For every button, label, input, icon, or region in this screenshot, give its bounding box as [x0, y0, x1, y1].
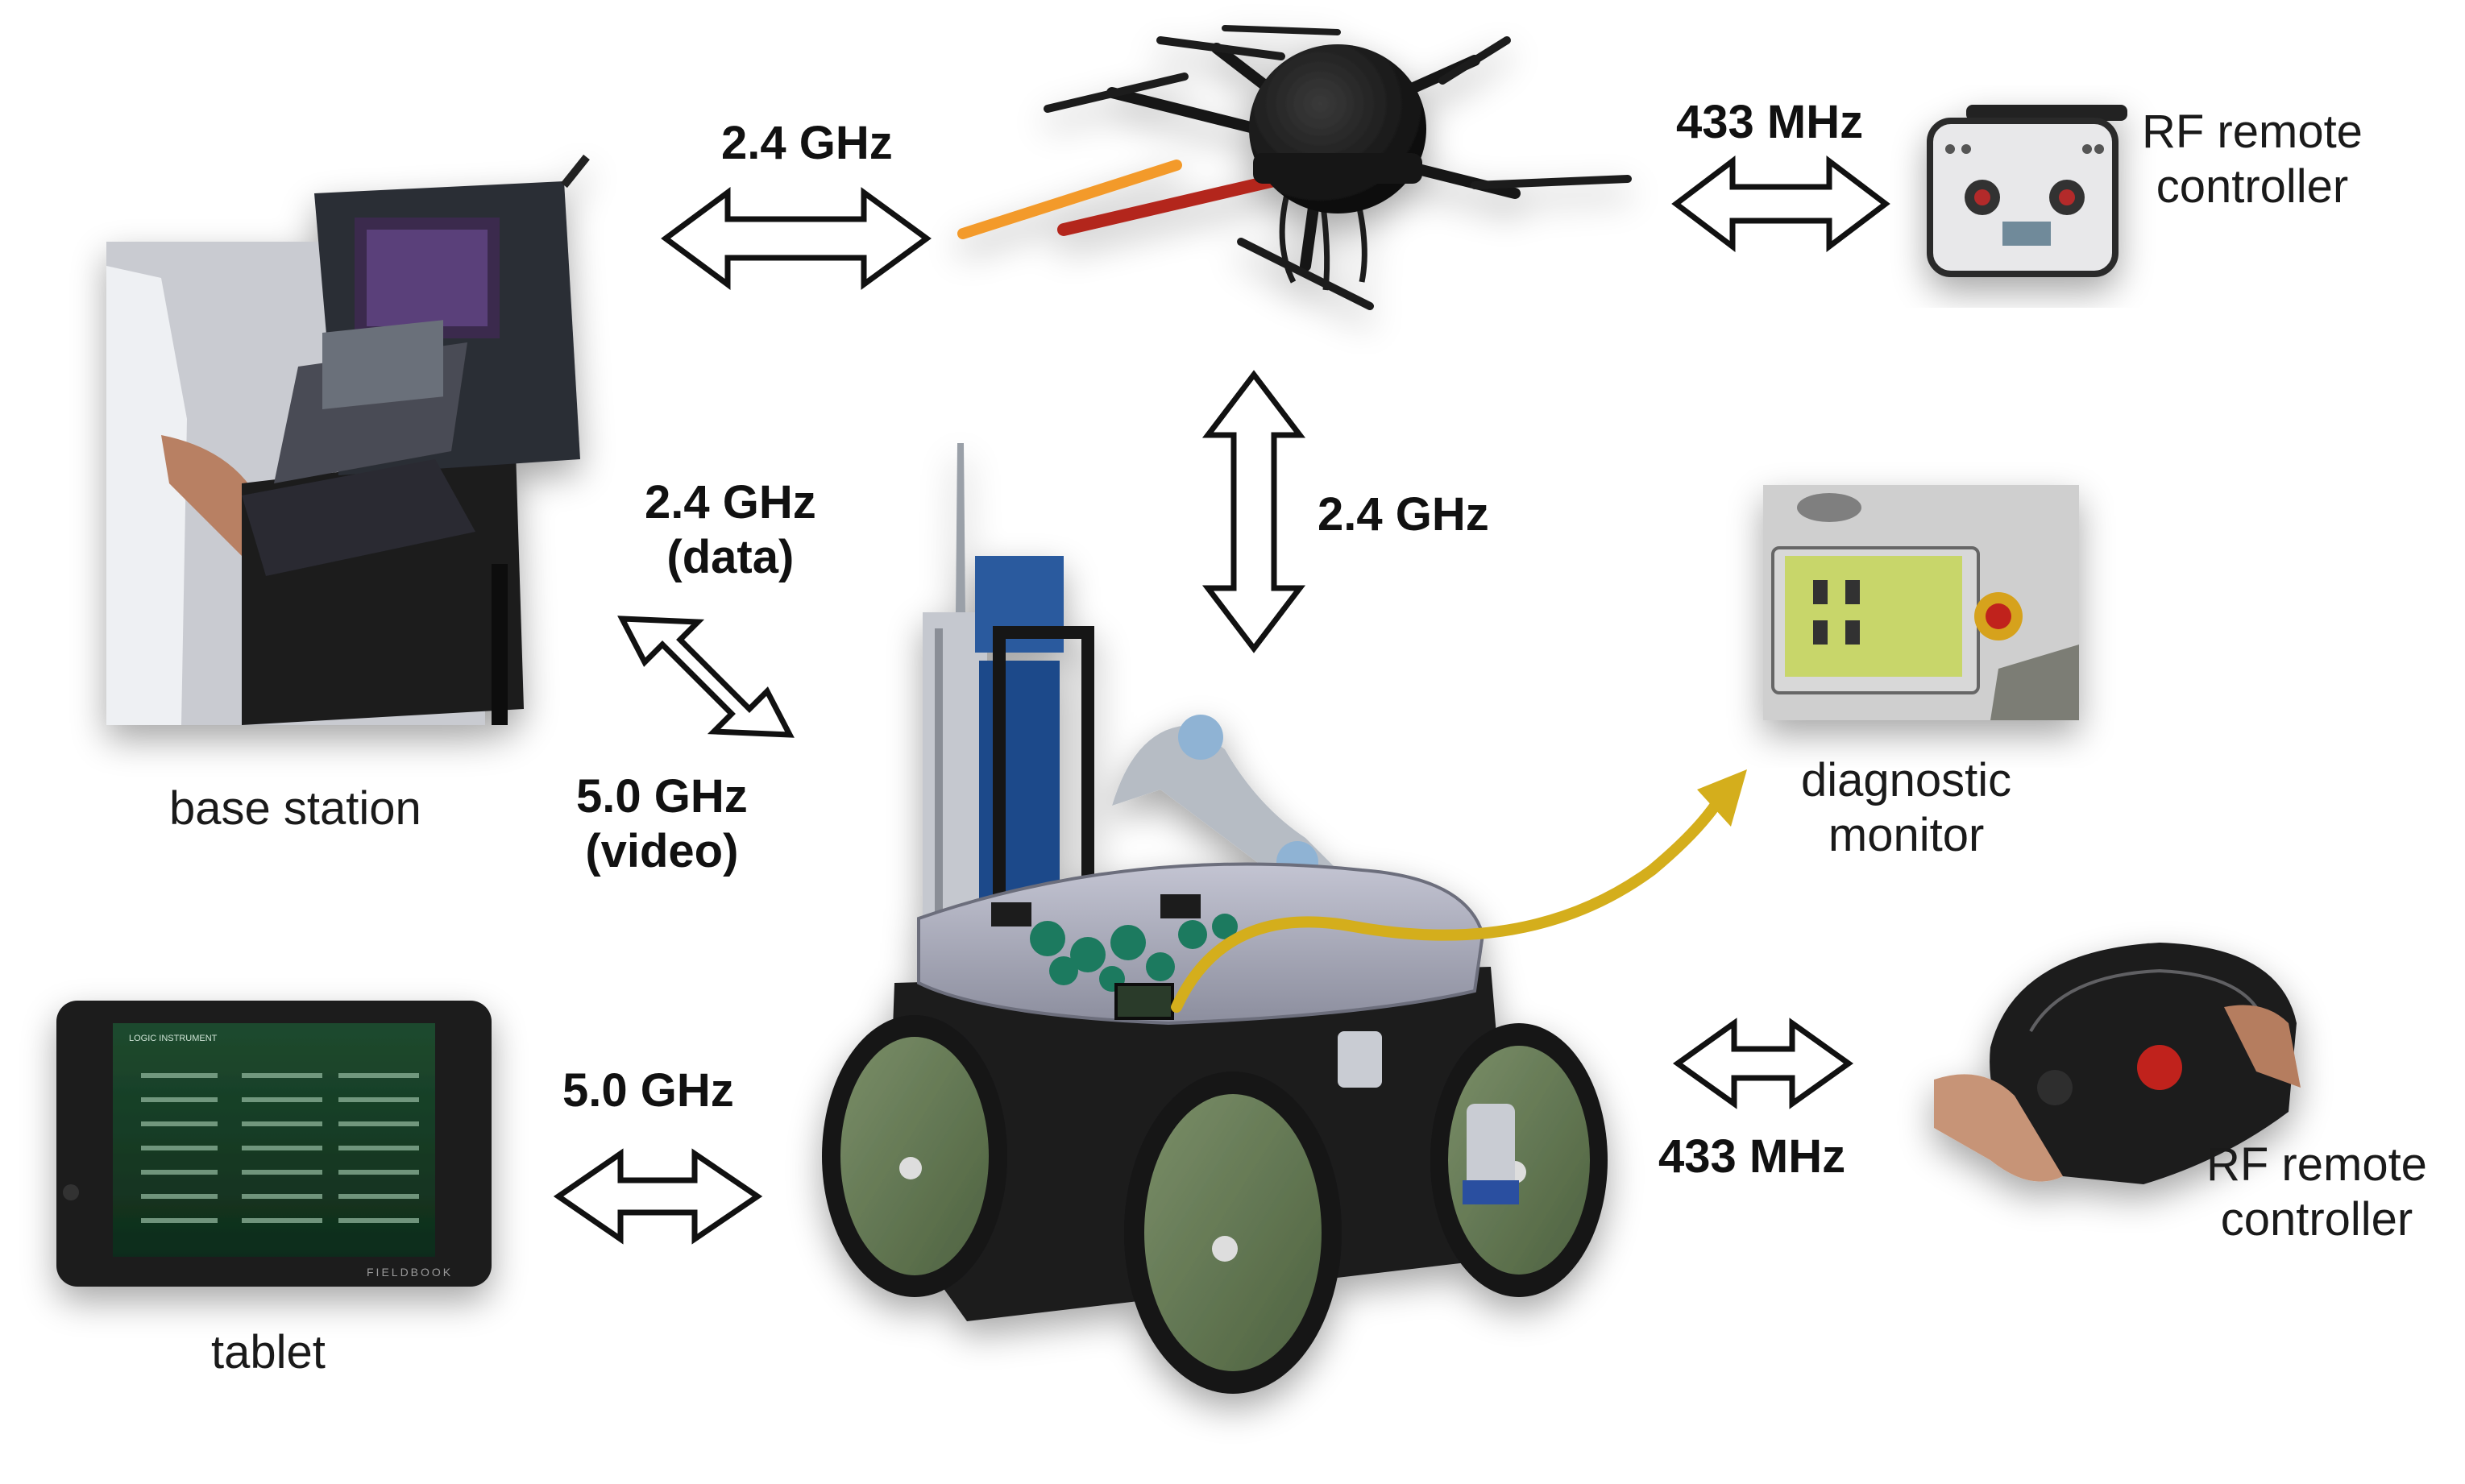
label-diagnostic-line2: monitor: [1828, 809, 1985, 862]
label-base-drone-freq: 2.4 GHz: [721, 117, 893, 169]
label-rf-remote-bottom: RF remote controller: [2206, 1138, 2427, 1248]
label-base-station: base station: [169, 782, 421, 835]
label-rf-remote-bottom-line1: RF remote: [2206, 1138, 2427, 1191]
arrow-rover-remote: [1672, 1018, 1854, 1109]
arrow-rover-diagnostic-head: [1697, 769, 1747, 827]
rf-remote-top-image: [1927, 105, 2127, 277]
arrow-base-rover: [617, 616, 795, 738]
label-video-kind: (video): [585, 825, 739, 878]
drone-image: [957, 25, 1632, 310]
base-station-image: [106, 154, 590, 725]
arrow-tablet-rover: [553, 1148, 763, 1245]
arrow-base-drone: [661, 187, 932, 290]
arrow-drone-remote: [1671, 155, 1890, 253]
label-rf-remote-bottom-line2: controller: [2220, 1193, 2413, 1246]
rf-remote-bottom-image: [1934, 943, 2301, 1184]
label-video-freq: 5.0 GHz: [576, 770, 748, 823]
label-rf-remote-top-line2: controller: [2156, 160, 2349, 213]
label-data-kind: (data): [666, 531, 795, 584]
rover-wheel: [1124, 1072, 1342, 1394]
tablet-image: LOGIC INSTRUMENT FIELDBOOK: [56, 1001, 492, 1287]
rover-wheel: [1430, 1023, 1608, 1297]
rover-wheel: [822, 1015, 1007, 1297]
arrow-drone-rover: [1201, 370, 1306, 653]
label-rf-remote-top-line1: RF remote: [2142, 106, 2363, 158]
label-base-rover-data: 2.4 GHz (data): [645, 475, 816, 586]
label-diagnostic-line1: diagnostic: [1801, 754, 2012, 806]
label-drone-rover-freq: 2.4 GHz: [1318, 488, 1489, 541]
arrow-rover-diagnostic: [1171, 792, 1726, 1013]
label-diagnostic-monitor: diagnostic monitor: [1801, 753, 2011, 864]
tablet-header-text: LOGIC INSTRUMENT: [129, 1034, 218, 1043]
rover-image: [822, 443, 1608, 1394]
label-data-freq: 2.4 GHz: [645, 476, 816, 529]
diagnostic-monitor-image: [1763, 485, 2079, 720]
label-rf-remote-top: RF remote controller: [2142, 105, 2363, 215]
label-rover-remote-freq: 433 MHz: [1658, 1130, 1846, 1183]
label-drone-remote-freq: 433 MHz: [1676, 96, 1864, 148]
label-tablet: tablet: [211, 1326, 326, 1378]
label-base-rover-video: 5.0 GHz (video): [576, 769, 748, 880]
tablet-brand-text: FIELDBOOK: [367, 1266, 453, 1279]
label-tablet-rover-freq: 5.0 GHz: [562, 1064, 734, 1117]
